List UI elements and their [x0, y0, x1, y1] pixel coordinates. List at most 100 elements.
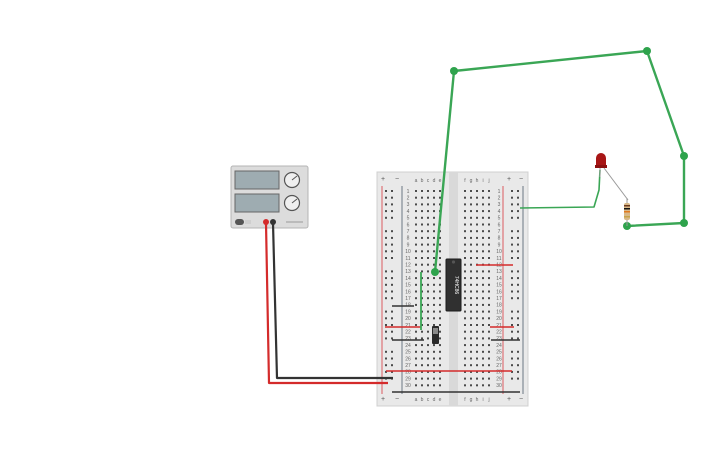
breadboard-hole[interactable]: [488, 250, 490, 253]
breadboard-hole[interactable]: [488, 377, 490, 380]
breadboard-hole[interactable]: [385, 290, 387, 293]
breadboard-hole[interactable]: [476, 223, 478, 226]
breadboard-hole[interactable]: [421, 210, 423, 213]
breadboard-hole[interactable]: [415, 324, 417, 326]
breadboard-hole[interactable]: [464, 324, 466, 326]
breadboard-hole[interactable]: [439, 377, 441, 380]
breadboard-hole[interactable]: [439, 283, 441, 286]
breadboard-hole[interactable]: [476, 370, 478, 373]
breadboard-hole[interactable]: [415, 270, 417, 273]
wire-node[interactable]: [643, 47, 651, 55]
breadboard-hole[interactable]: [470, 257, 472, 259]
breadboard-hole[interactable]: [385, 350, 387, 353]
breadboard-hole[interactable]: [511, 283, 513, 286]
breadboard-hole[interactable]: [488, 257, 490, 259]
breadboard-hole[interactable]: [470, 344, 472, 347]
led[interactable]: [595, 153, 629, 201]
breadboard-hole[interactable]: [517, 337, 519, 340]
breadboard-hole[interactable]: [488, 190, 490, 192]
breadboard-hole[interactable]: [488, 310, 490, 313]
breadboard-hole[interactable]: [433, 243, 435, 246]
breadboard-hole[interactable]: [439, 250, 441, 253]
breadboard-hole[interactable]: [421, 263, 423, 266]
breadboard-hole[interactable]: [488, 283, 490, 286]
breadboard-hole[interactable]: [391, 310, 393, 313]
breadboard-hole[interactable]: [415, 277, 417, 280]
breadboard-hole[interactable]: [433, 203, 435, 206]
breadboard-hole[interactable]: [385, 283, 387, 286]
breadboard-hole[interactable]: [421, 317, 423, 320]
breadboard-hole[interactable]: [476, 350, 478, 353]
breadboard-hole[interactable]: [391, 290, 393, 293]
breadboard-hole[interactable]: [482, 243, 484, 246]
breadboard-hole[interactable]: [421, 377, 423, 380]
breadboard-hole[interactable]: [433, 230, 435, 233]
breadboard-hole[interactable]: [391, 230, 393, 233]
breadboard-hole[interactable]: [476, 364, 478, 367]
breadboard-hole[interactable]: [439, 370, 441, 373]
breadboard-hole[interactable]: [415, 370, 417, 373]
breadboard-hole[interactable]: [476, 357, 478, 360]
breadboard-hole[interactable]: [415, 364, 417, 367]
breadboard-hole[interactable]: [488, 297, 490, 300]
breadboard-hole[interactable]: [427, 196, 429, 199]
breadboard-hole[interactable]: [482, 203, 484, 206]
breadboard-hole[interactable]: [517, 290, 519, 293]
breadboard-hole[interactable]: [415, 257, 417, 259]
breadboard-hole[interactable]: [421, 344, 423, 347]
wire-red-power[interactable]: [264, 222, 388, 385]
breadboard-hole[interactable]: [488, 384, 490, 387]
breadboard-hole[interactable]: [433, 216, 435, 219]
breadboard-hole[interactable]: [427, 263, 429, 266]
breadboard-hole[interactable]: [488, 277, 490, 280]
breadboard-hole[interactable]: [433, 196, 435, 199]
breadboard-hole[interactable]: [433, 310, 435, 313]
breadboard-hole[interactable]: [421, 324, 423, 326]
breadboard-hole[interactable]: [464, 303, 466, 306]
negative-terminal[interactable]: [270, 219, 276, 225]
breadboard-hole[interactable]: [482, 370, 484, 373]
breadboard-hole[interactable]: [391, 216, 393, 219]
breadboard-hole[interactable]: [421, 223, 423, 226]
breadboard-hole[interactable]: [464, 277, 466, 280]
breadboard-hole[interactable]: [511, 190, 513, 192]
breadboard-hole[interactable]: [511, 277, 513, 280]
breadboard-hole[interactable]: [439, 310, 441, 313]
breadboard-hole[interactable]: [415, 317, 417, 320]
breadboard-hole[interactable]: [464, 290, 466, 293]
breadboard-hole[interactable]: [470, 196, 472, 199]
breadboard-hole[interactable]: [511, 236, 513, 239]
breadboard-hole[interactable]: [488, 324, 490, 326]
breadboard-hole[interactable]: [482, 384, 484, 387]
breadboard-hole[interactable]: [415, 223, 417, 226]
breadboard-hole[interactable]: [433, 350, 435, 353]
breadboard-hole[interactable]: [427, 330, 429, 333]
breadboard-hole[interactable]: [427, 270, 429, 273]
breadboard-hole[interactable]: [433, 277, 435, 280]
breadboard-hole[interactable]: [482, 310, 484, 313]
breadboard-hole[interactable]: [464, 357, 466, 360]
breadboard-hole[interactable]: [464, 270, 466, 273]
breadboard-hole[interactable]: [385, 190, 387, 192]
breadboard-hole[interactable]: [427, 210, 429, 213]
breadboard-hole[interactable]: [427, 337, 429, 340]
breadboard-hole[interactable]: [415, 210, 417, 213]
slide-switch[interactable]: [432, 326, 439, 344]
breadboard-hole[interactable]: [385, 243, 387, 246]
breadboard-hole[interactable]: [517, 250, 519, 253]
breadboard-hole[interactable]: [427, 236, 429, 239]
breadboard-hole[interactable]: [427, 290, 429, 293]
breadboard-hole[interactable]: [385, 337, 387, 340]
breadboard-hole[interactable]: [391, 203, 393, 206]
breadboard-hole[interactable]: [427, 223, 429, 226]
breadboard-hole[interactable]: [391, 370, 393, 373]
breadboard-hole[interactable]: [470, 236, 472, 239]
breadboard-hole[interactable]: [470, 364, 472, 367]
breadboard-hole[interactable]: [476, 190, 478, 192]
breadboard-hole[interactable]: [517, 317, 519, 320]
breadboard-hole[interactable]: [427, 297, 429, 300]
breadboard-hole[interactable]: [517, 196, 519, 199]
breadboard-hole[interactable]: [476, 230, 478, 233]
